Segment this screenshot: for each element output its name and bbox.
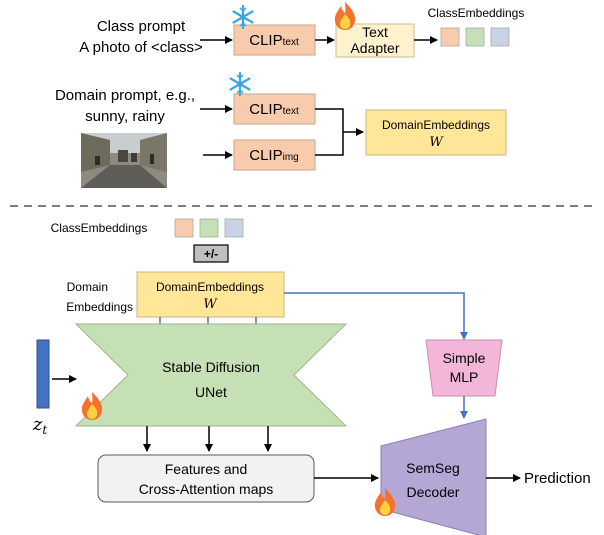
- class-embedding-green: [465, 27, 485, 47]
- stable-diffusion-unet: [74, 323, 348, 427]
- unet-label-line1: Stable Diffusion: [162, 359, 260, 375]
- semseg-decoder: [380, 418, 487, 535]
- class-embedding-blue: [490, 27, 510, 47]
- class-embedding-blue: [224, 218, 244, 238]
- domain-embeddings-top-label: DomainEmbeddings: [382, 118, 490, 132]
- text-adapter: [335, 23, 415, 58]
- simple-mlp: [425, 339, 503, 397]
- class-prompt-example: A photo of <class>: [79, 39, 203, 56]
- arrow-domain-to-mlp: [284, 292, 468, 340]
- clip-text-label-2: CLIPtext: [249, 101, 299, 118]
- semseg-label-line1: SemSeg: [406, 460, 460, 476]
- unet-to-features-arrows: [143, 426, 272, 452]
- semseg-label-line2: Decoder: [407, 484, 460, 500]
- simple-mlp-line1: Simple: [443, 350, 486, 366]
- features-label-line1: Features and: [165, 461, 248, 477]
- domain-embeddings-bottom-label: DomainEmbeddings: [156, 280, 264, 294]
- domain-embeddings-bottom: [136, 271, 285, 318]
- street-scene-photo: [81, 133, 167, 188]
- flame-icon: [334, 2, 356, 30]
- latent-label: zt: [32, 414, 47, 437]
- text-adapter-line2: Adapter: [350, 40, 399, 56]
- class-embeddings-label-bottom: ClassEmbeddings: [51, 221, 148, 235]
- domain-label-line1: Domain: [67, 280, 108, 294]
- simple-mlp-line2: MLP: [450, 369, 479, 385]
- domain-embeddings-bottom-symbol: W: [203, 297, 218, 312]
- plus-minus-op: [193, 244, 229, 263]
- features-label-line2: Cross-Attention maps: [139, 481, 274, 497]
- text-adapter-line1: Text: [362, 24, 388, 40]
- class-embeddings-label-top: ClassEmbeddings: [428, 6, 525, 20]
- domain-prompt-title: Domain prompt, e.g.,: [55, 87, 195, 104]
- domain-label-line2: Embeddings: [66, 300, 133, 314]
- domain-embeddings-top: [365, 109, 507, 156]
- unet-label-line2: UNet: [195, 384, 227, 400]
- clip-img-label: CLIPimg: [249, 147, 298, 164]
- class-embedding-orange: [174, 218, 194, 238]
- flame-icon: [81, 392, 103, 420]
- merge-connector: [315, 108, 344, 156]
- class-embedding-green: [199, 218, 219, 238]
- domain-prompt-example: sunny, rainy: [85, 108, 165, 125]
- clip-text-label-1: CLIPtext: [249, 32, 299, 49]
- snowflake-icon: [229, 71, 251, 97]
- latent-zt: [36, 339, 50, 409]
- class-embedding-orange: [440, 27, 460, 47]
- class-prompt-title: Class prompt: [97, 18, 186, 35]
- plus-minus-label: +/-: [204, 247, 218, 261]
- prediction-label: Prediction: [524, 470, 591, 487]
- domain-embeddings-top-symbol: W: [429, 135, 444, 150]
